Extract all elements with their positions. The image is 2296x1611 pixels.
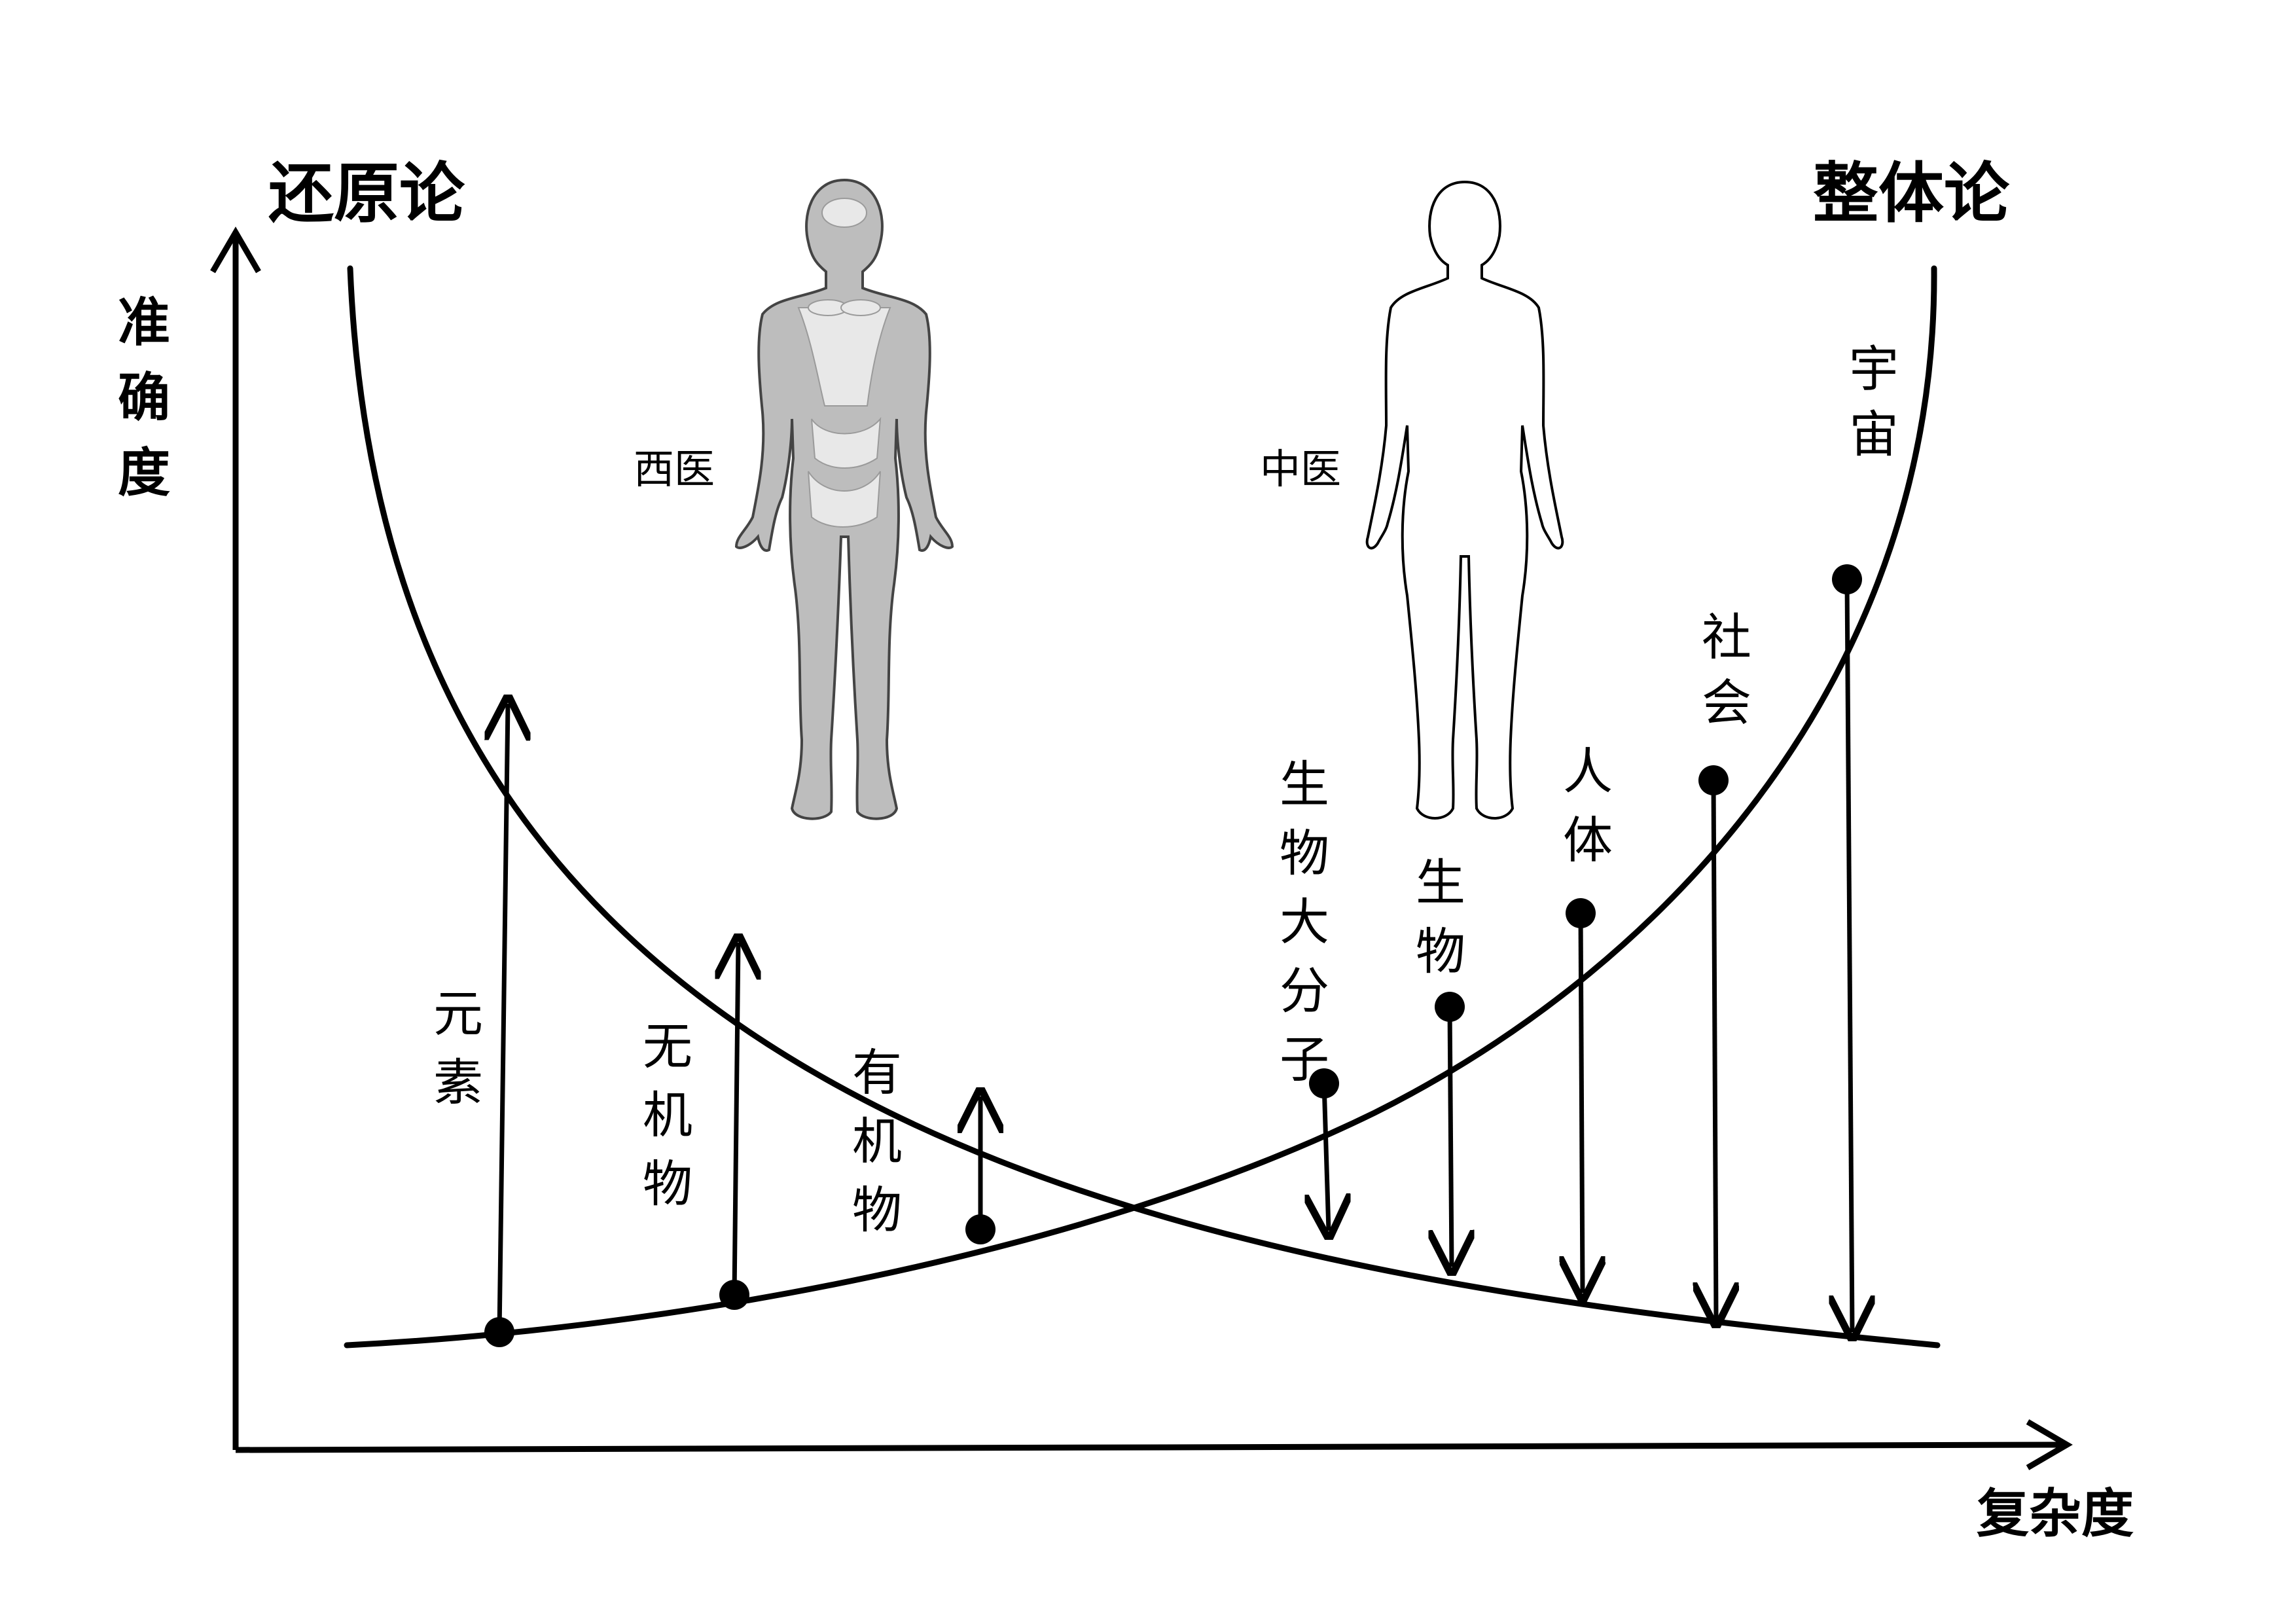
svg-text:物: 物 [852,1181,902,1239]
svg-text:机: 机 [852,1112,902,1170]
western-medicine-figure [734,178,954,820]
label-yuansu: 元 素 [433,985,483,1112]
svg-text:宇: 宇 [1849,340,1899,398]
upward-arrows [499,704,980,1333]
svg-text:无: 无 [643,1017,692,1076]
svg-text:体: 体 [1563,811,1613,869]
svg-text:元: 元 [433,985,483,1043]
label-wujiwu: 无 机 物 [643,1017,692,1213]
x-axis-label: 复杂度 [1977,1483,2134,1544]
svg-text:有: 有 [852,1043,902,1102]
label-shehui: 社 会 [1702,608,1751,732]
x-axis [235,1441,2066,1453]
svg-text:准: 准 [118,292,170,353]
reductionism-title: 还原论 [268,155,465,232]
svg-text:宙: 宙 [1849,405,1899,463]
label-shengwu: 生 物 [1416,854,1465,981]
svg-text:会: 会 [1702,674,1751,732]
reductionism-curve [347,265,1941,1349]
holism-title: 整体论 [1813,155,2010,232]
svg-text:人: 人 [1563,742,1613,801]
svg-text:生: 生 [1416,854,1465,912]
western-medicine-label: 西医 [634,445,715,493]
y-axis-label: 准 确 度 [118,292,170,503]
svg-text:度: 度 [118,443,170,503]
x-axis-arrowhead [2026,1419,2073,1470]
curve-points [484,564,1862,1347]
y-axis-arrowhead [210,226,261,274]
svg-text:素: 素 [433,1053,483,1112]
svg-text:大: 大 [1280,893,1329,951]
svg-text:社: 社 [1702,608,1751,666]
svg-text:物: 物 [1416,922,1465,981]
svg-text:物: 物 [1280,824,1329,882]
svg-text:分: 分 [1280,962,1329,1020]
chinese-medicine-label: 中医 [1260,445,1341,493]
svg-text:物: 物 [643,1155,692,1213]
label-renti: 人 体 [1563,742,1613,869]
axes [210,226,2073,1470]
holism-curve [344,265,1937,1349]
svg-text:子: 子 [1280,1030,1329,1089]
svg-text:生: 生 [1280,755,1329,814]
downward-arrows [1324,579,1852,1332]
label-youjiwu: 有 机 物 [852,1043,902,1239]
svg-text:确: 确 [118,367,170,428]
label-yuzhou: 宇 宙 [1849,340,1899,463]
chinese-medicine-figure [1365,180,1564,820]
label-shengwudafenzi: 生 物 大 分 子 [1280,755,1329,1089]
svg-text:机: 机 [643,1086,692,1144]
